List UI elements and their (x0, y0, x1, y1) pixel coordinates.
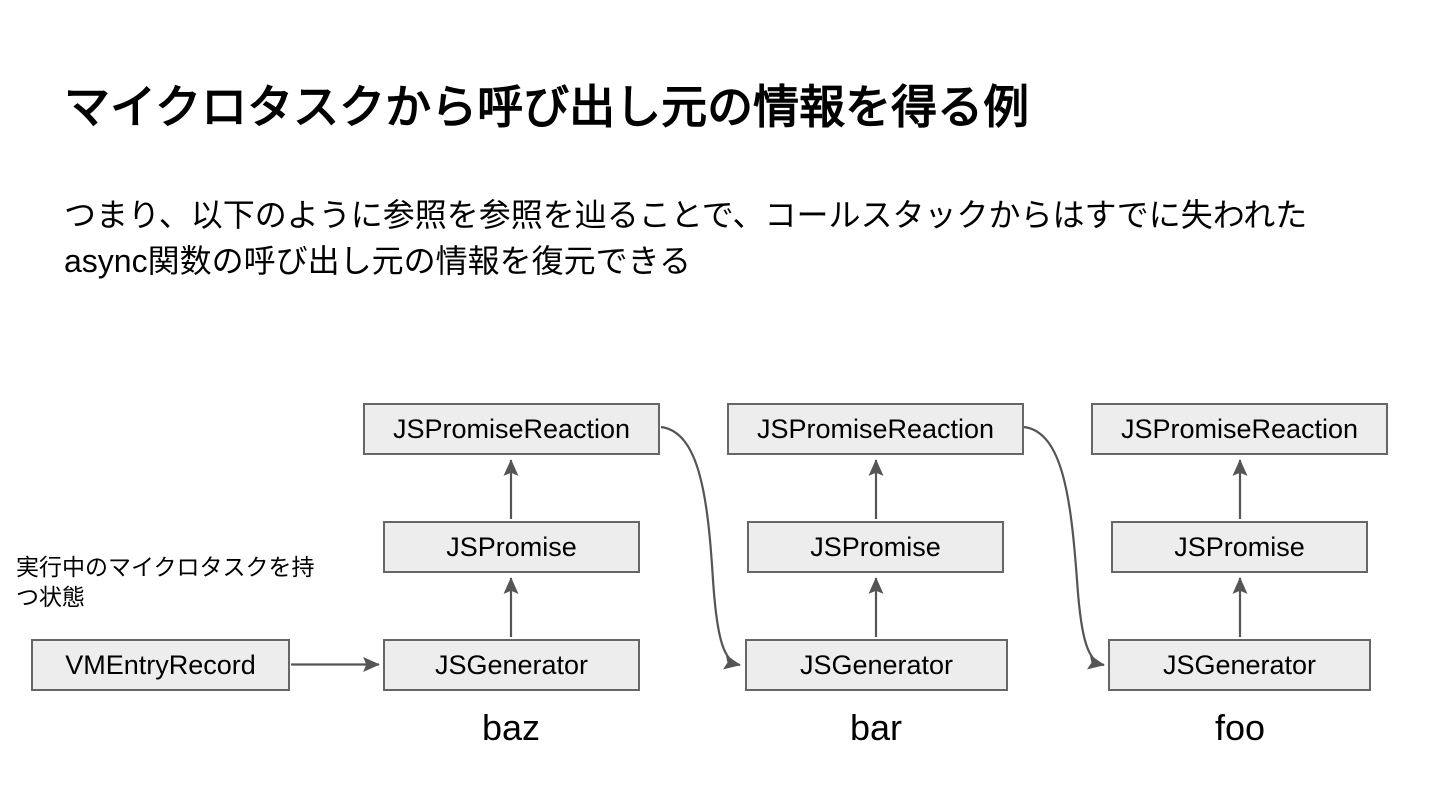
node-foo-jsgenerator[interactable]: JSGenerator (1108, 639, 1371, 691)
node-baz-jspromise[interactable]: JSPromise (383, 521, 640, 573)
running-microtask-annotation: 実行中のマイクロタスクを持つ状態 (16, 554, 315, 610)
node-bar-jsgenerator[interactable]: JSGenerator (745, 639, 1008, 691)
edge-bar-reaction-to-foo-generator (1023, 425, 1105, 670)
node-baz-jspromisereaction[interactable]: JSPromiseReaction (363, 403, 660, 455)
page-title: マイクロタスクから呼び出し元の情報を得る例 (64, 81, 1030, 133)
node-foo-jspromisereaction[interactable]: JSPromiseReaction (1091, 403, 1388, 455)
column-label-bar: bar (849, 707, 903, 748)
node-vmentryrecord[interactable]: VMEntryRecord (31, 639, 290, 691)
column-label-baz: baz (481, 707, 541, 748)
slide-body-text: つまり、以下のように参照を参照を辿ることで、コールスタックからはすでに失われたa… (64, 197, 1308, 279)
edge-baz-reaction-to-bar-generator (660, 425, 741, 670)
node-baz-jsgenerator[interactable]: JSGenerator (383, 639, 640, 691)
column-label-foo: foo (1214, 707, 1266, 748)
node-foo-jspromise[interactable]: JSPromise (1111, 521, 1368, 573)
node-bar-jspromise[interactable]: JSPromise (747, 521, 1004, 573)
node-bar-jspromisereaction[interactable]: JSPromiseReaction (727, 403, 1024, 455)
